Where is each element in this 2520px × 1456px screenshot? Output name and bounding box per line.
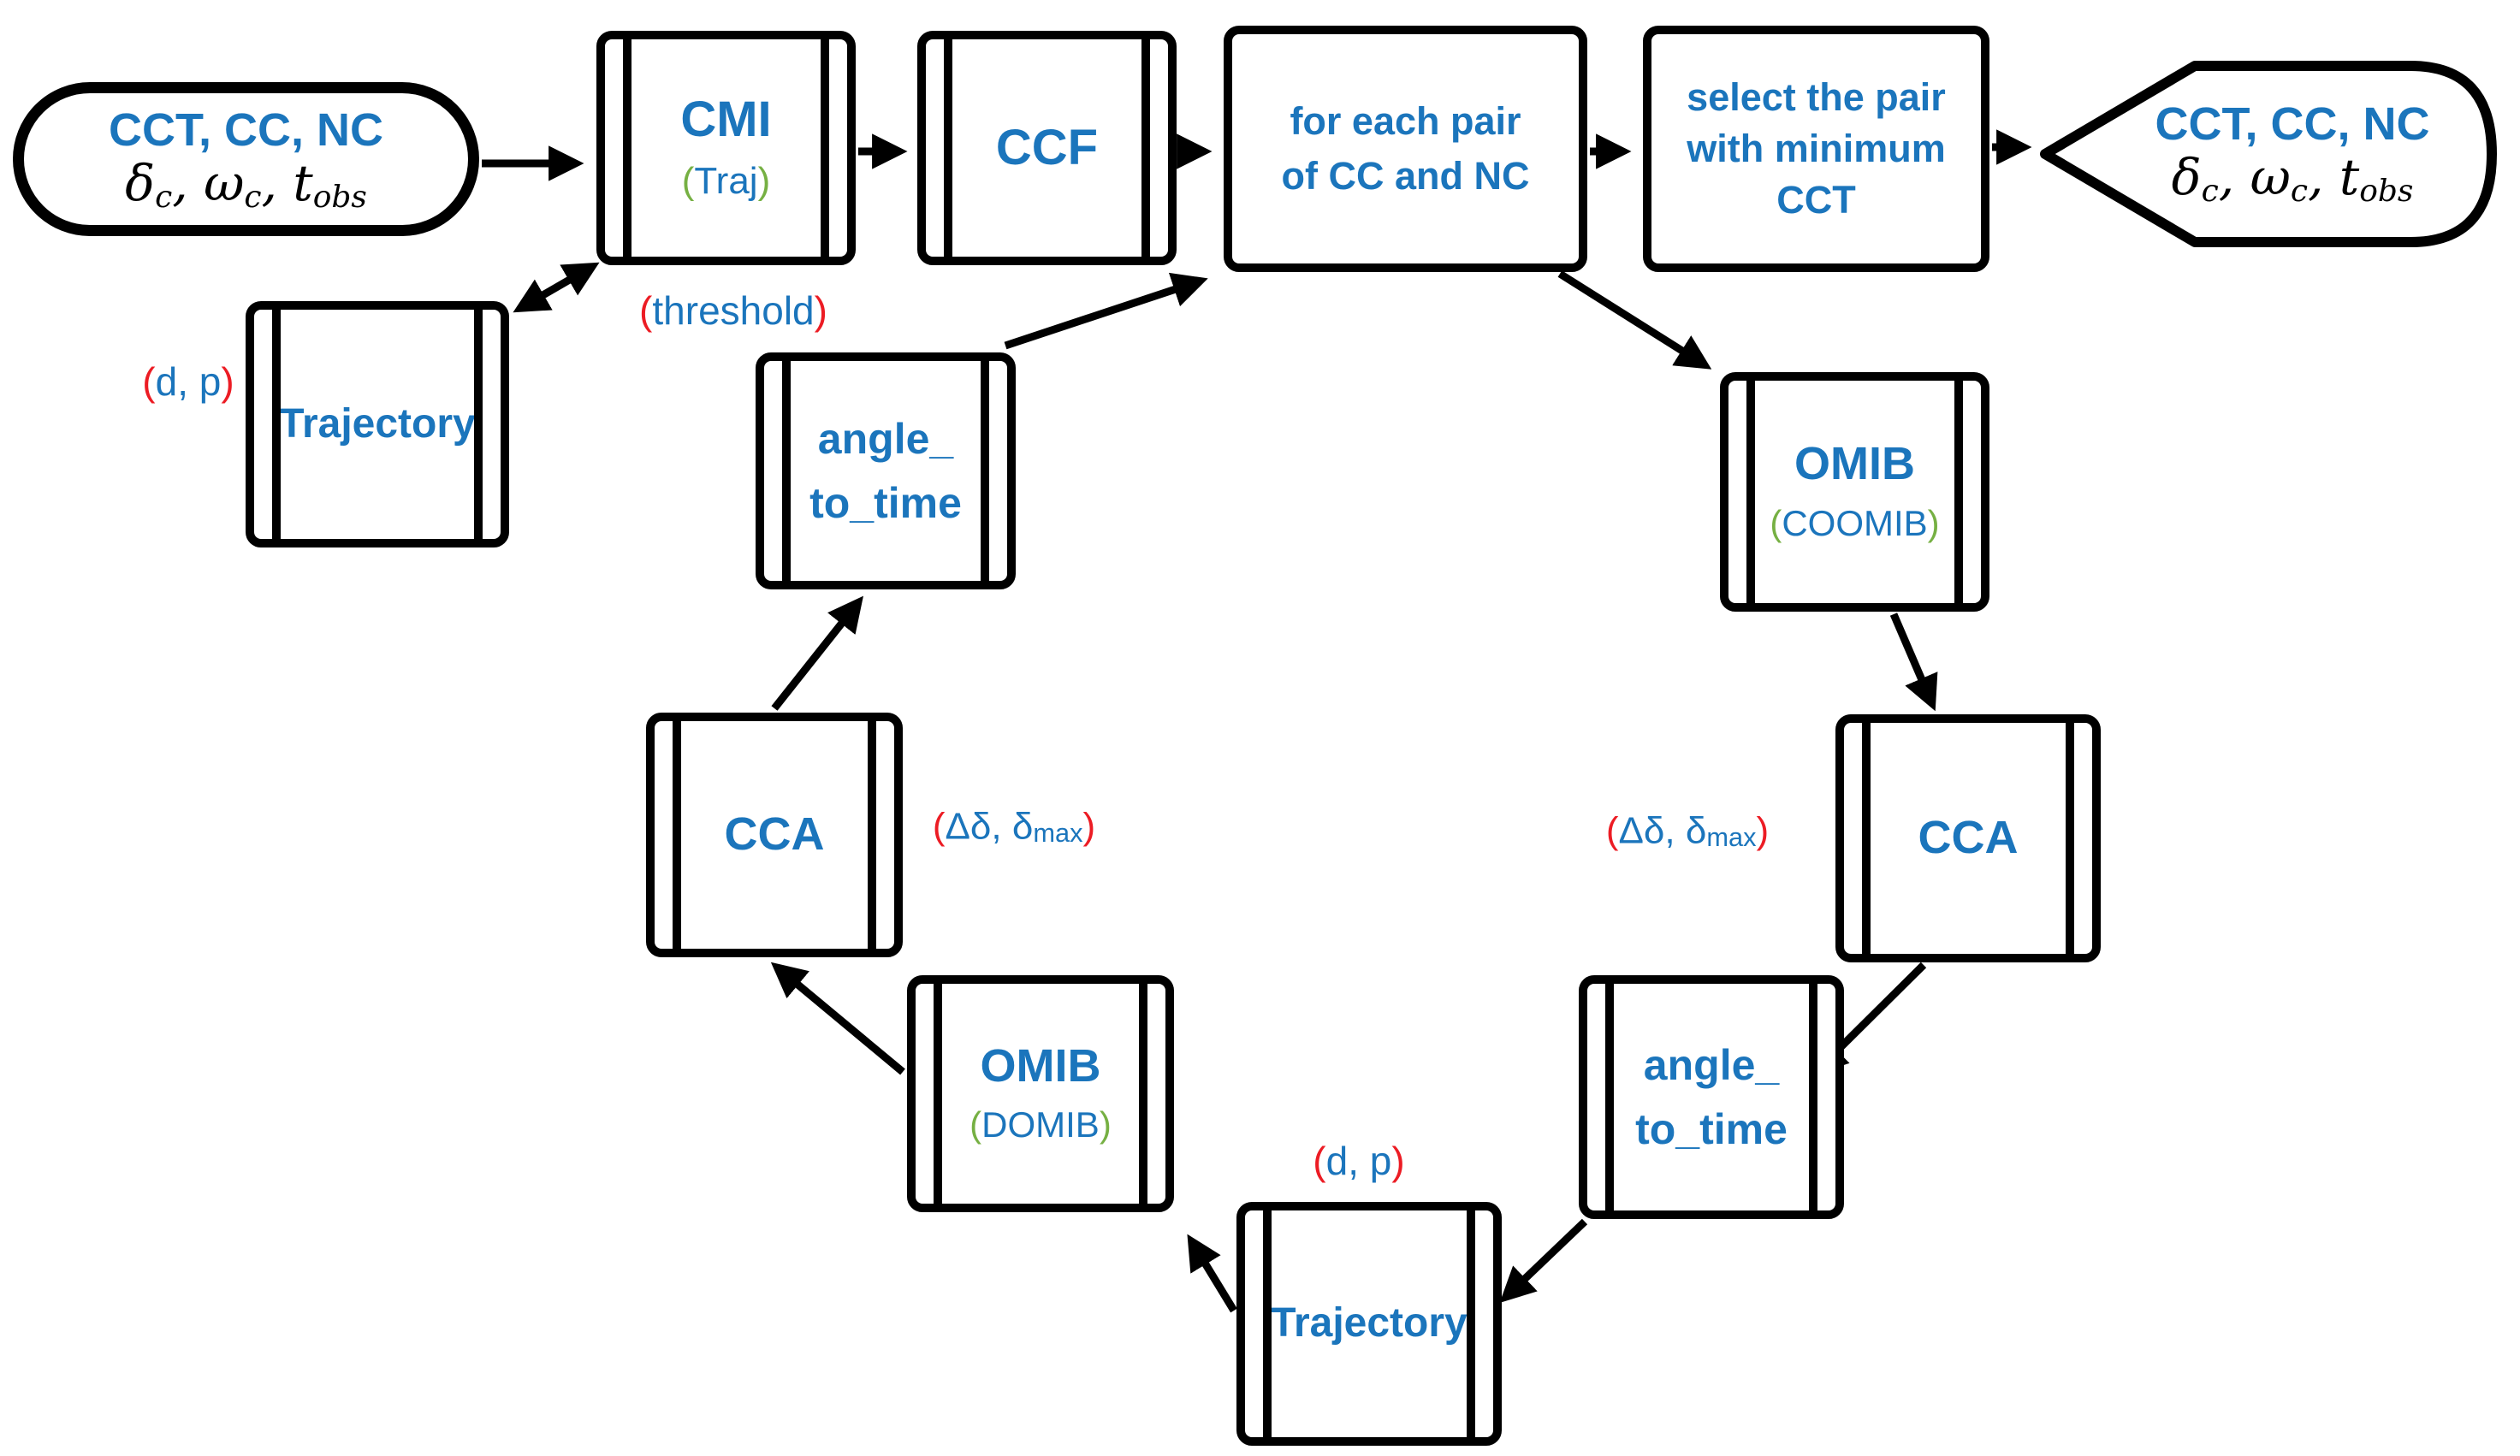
subroutine-bar-right [868,721,876,949]
subroutine-bar-left [673,721,681,949]
arrow-omib-coomib-to-cca-right [1889,613,1938,712]
cmi-node: CMI (Traj) [596,31,856,265]
subroutine-bar-left [1605,984,1614,1210]
select-pair-node: select the pair with minimum CCT [1643,26,1989,272]
arrow-angle-right-to-trajectory-bottom [1499,1218,1588,1304]
trajectory-bottom-label: Trajectory [1271,1300,1468,1347]
threshold-label: (threshold) [639,288,827,333]
omib-coomib-node: OMIB (COOMIB) [1720,372,1989,612]
omib-coomib-note: (COOMIB) [1770,502,1940,543]
subroutine-bar-left [1862,723,1871,954]
cca-left-node: CCA [646,713,903,957]
delta-dmax-label-left: (Δδ, δmax) [932,805,1096,848]
angle-to-time-right-node: angle_ to_time [1579,975,1844,1219]
start-node: CCT, CC, NC δc, ωc, tobs [13,82,479,236]
subroutine-bar-left [782,361,791,581]
angle-to-time-left-node: angle_ to_time [756,352,1016,589]
arrow-omib-domib-to-cca-left [770,962,905,1075]
subroutine-bar-right [474,310,483,539]
end-node-label: CCT, CC, NC [2155,98,2430,151]
subroutine-bar-right [1139,984,1147,1204]
subroutine-bar-left [1746,381,1755,603]
d-p-label-bottom: (d, p) [1313,1139,1405,1183]
angle-to-time-left-label: angle_ to_time [809,414,962,527]
end-node: CCT, CC, NC δc, ωc, tobs [2088,75,2497,231]
subroutine-bar-left [623,39,631,257]
subroutine-bar-left [272,310,281,539]
angle-to-time-right-label: angle_ to_time [1635,1040,1788,1153]
arrow-cmi-trajectory-bidirectional [513,262,600,313]
subroutine-bar-left [944,39,952,257]
delta-dmax-label-right: (Δδ, δmax) [1605,809,1770,852]
subroutine-bar-left [934,984,942,1204]
for-each-pair-node: for each pair of CC and NC [1224,26,1587,272]
end-node-shape [2040,61,2497,247]
subroutine-bar-right [1809,984,1817,1210]
cca-left-label: CCA [724,808,825,861]
for-each-pair-label: for each pair of CC and NC [1281,99,1530,198]
omib-domib-node: OMIB (DOMIB) [907,975,1174,1212]
subroutine-bar-right [2066,723,2074,954]
select-pair-label: select the pair with minimum CCT [1687,75,1946,222]
arrow-for-each-pair-to-omib-coomib [1557,270,1712,370]
subroutine-bar-right [981,361,989,581]
ccf-node: CCF [917,31,1177,265]
start-node-math: δc, ωc, tobs [125,154,367,216]
cmi-node-label: CMI [680,91,772,147]
trajectory-top-node: Trajectory [246,301,509,547]
subroutine-bar-right [1467,1210,1475,1437]
cmi-node-note: (Traj) [681,159,771,202]
subroutine-bar-right [821,39,829,257]
trajectory-top-label: Trajectory [279,400,476,447]
end-node-math: δc, ωc, tobs [2171,148,2414,210]
arrow-cca-left-to-angle-left [771,595,863,711]
start-node-label: CCT, CC, NC [109,104,383,157]
cca-right-label: CCA [1918,812,2019,864]
arrow-angle-left-to-for-each-pair [1004,272,1208,350]
trajectory-bottom-node: Trajectory [1236,1202,1502,1446]
d-p-label-top: (d, p) [142,359,234,404]
subroutine-bar-left [1263,1210,1272,1437]
subroutine-bar-right [1141,39,1150,257]
ccf-node-label: CCF [995,120,1099,176]
omib-domib-note: (DOMIB) [969,1104,1112,1145]
omib-domib-label: OMIB [980,1039,1101,1092]
subroutine-bar-right [1954,381,1963,603]
omib-coomib-label: OMIB [1794,438,1915,490]
arrow-trajectory-bottom-to-omib-domib [1187,1234,1237,1313]
cca-right-node: CCA [1835,714,2101,962]
